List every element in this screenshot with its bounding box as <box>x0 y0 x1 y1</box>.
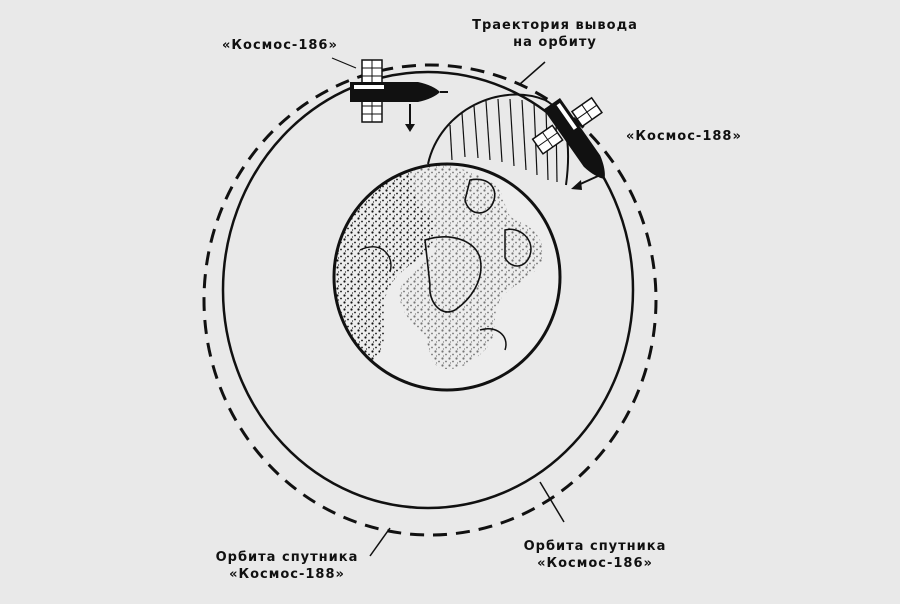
label-launch-trajectory-line2: на орбиту <box>513 35 597 50</box>
label-orbit-kosmos-188-line1: Орбита спутника <box>215 550 359 565</box>
label-orbit-kosmos-186: Орбита спутника «Космос-186» <box>520 538 670 572</box>
kosmos-188-thrust-arrow <box>571 175 599 190</box>
continent-stippled <box>334 168 435 376</box>
label-kosmos-188: «Космос-188» <box>626 129 742 144</box>
label-orbit-kosmos-188: Орбита спутника «Космос-188» <box>212 549 362 583</box>
leader-line-orbit-188 <box>369 527 391 557</box>
label-kosmos-186: «Космос-186» <box>222 38 338 53</box>
spacecraft-kosmos-188 <box>531 96 605 180</box>
orbit-kosmos-188 <box>202 63 658 537</box>
orbit-kosmos-186 <box>221 70 635 510</box>
leader-line-orbit-186 <box>539 481 565 523</box>
leader-line-trajectory <box>519 61 546 85</box>
earth <box>332 162 562 392</box>
spacecraft-kosmos-186 <box>350 59 448 132</box>
label-launch-trajectory-line1: Траектория вывода <box>472 18 638 33</box>
label-launch-trajectory: Траектория вывода на орбиту <box>470 17 640 51</box>
label-orbit-kosmos-186-line1: Орбита спутника <box>523 539 667 554</box>
leader-line-kosmos-186 <box>331 57 357 69</box>
label-orbit-kosmos-186-line2: «Космос-186» <box>537 556 653 571</box>
label-orbit-kosmos-188-line2: «Космос-188» <box>229 567 345 582</box>
